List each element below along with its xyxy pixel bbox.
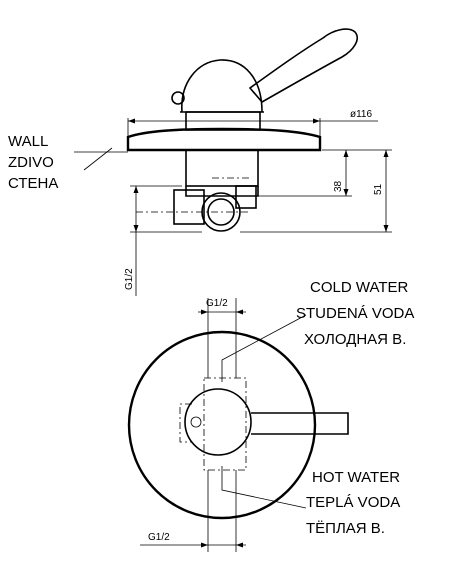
bottom-dim-arrow-left [201, 542, 208, 548]
valve-body [185, 149, 259, 187]
cold-water-label-line-1: COLD WATER [310, 279, 409, 296]
top-dim-arrow-right [236, 309, 243, 315]
escutcheon-plate [127, 330, 317, 520]
wall-label-line-3: СТЕНА [8, 175, 58, 192]
cold-water-label-line-2: STUDENÁ VODA [296, 305, 414, 322]
dim-body-depth-label: 38 [333, 180, 344, 192]
wall-leader-diag [83, 147, 113, 171]
wall-label-line-2: ZDIVO [8, 154, 54, 171]
top-thread-label: G1/2 [206, 298, 228, 309]
dim-plate-arrow-left [128, 118, 135, 124]
knob-screw [171, 91, 185, 105]
side-view: WALL ZDIVO СТЕНА ø116 38 51 G1/2 [8, 28, 392, 296]
wall-plate [126, 127, 322, 152]
dim-plate-diameter-label: ø116 [350, 109, 372, 120]
front-knob-screw [190, 416, 202, 428]
dim-51-arrow-top [383, 150, 389, 157]
dim-38-arrow-bottom [343, 189, 349, 196]
dim-plate-arrow-right [313, 118, 320, 124]
cold-water-leader [221, 314, 307, 382]
connector-block [173, 189, 205, 225]
lever-handle [248, 28, 358, 104]
knob-dome [181, 59, 263, 113]
dim-51-arrow-bottom [383, 225, 389, 232]
hidden-body-outline [203, 377, 247, 471]
front-knob [184, 388, 252, 456]
front-view: G1/2 G1/2 COLD WATER STUDENÁ VODA ХОЛОДН… [127, 279, 414, 552]
dim-overall-depth-label: 51 [373, 183, 384, 195]
hidden-side-bracket [179, 403, 192, 443]
bottom-thread-label: G1/2 [148, 532, 170, 543]
top-dim-arrow-left [201, 309, 208, 315]
dim-g-arrow-bottom [133, 225, 139, 232]
cold-water-label-line-3: ХОЛОДНАЯ В. [304, 331, 406, 348]
bottom-dim-arrow-right [236, 542, 243, 548]
dim-inlet-thread-label: G1/2 [124, 268, 135, 290]
wall-label-line-1: WALL [8, 133, 48, 150]
dim-38-arrow-top [343, 150, 349, 157]
front-lever [251, 412, 349, 435]
hot-water-label-line-3: ТЁПЛАЯ В. [306, 520, 385, 537]
lower-outlet [235, 185, 257, 209]
hot-water-label-line-1: HOT WATER [312, 469, 400, 486]
dim-g-arrow-top [133, 186, 139, 193]
lower-body [185, 186, 259, 197]
hot-water-leader [221, 466, 307, 509]
hot-water-label-line-2: TEPLÁ VODA [306, 494, 400, 511]
